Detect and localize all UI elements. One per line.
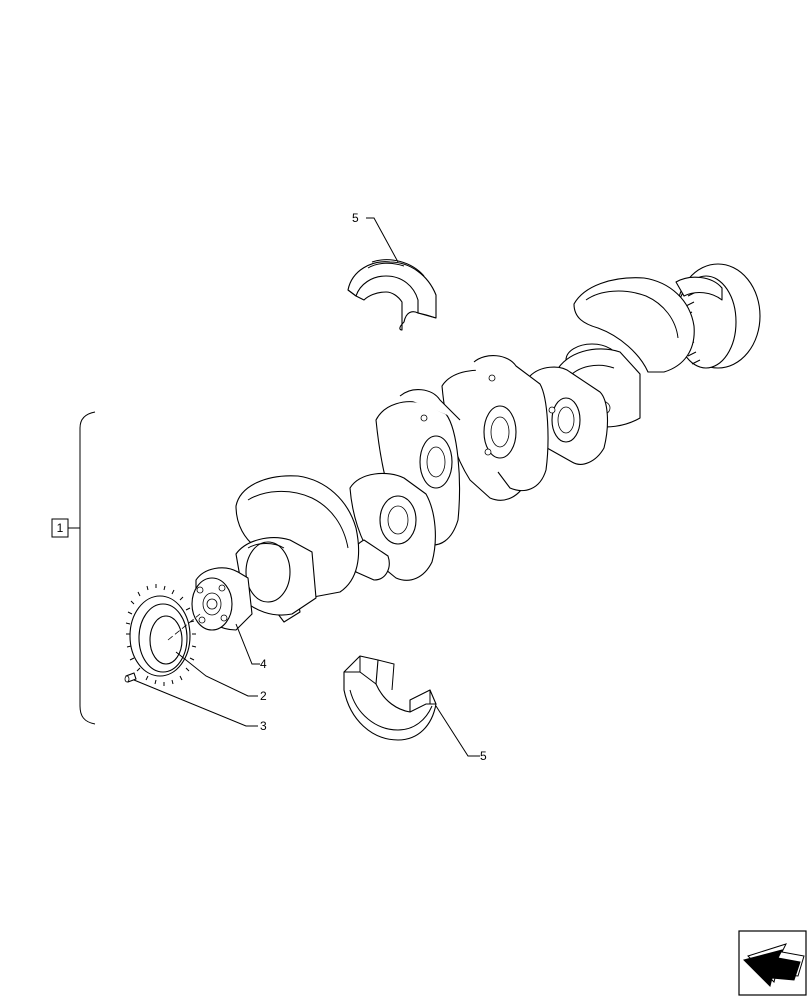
dowel-pin	[124, 672, 137, 683]
timing-gear	[125, 584, 197, 686]
group-label: 1	[57, 521, 64, 535]
callout-bearing-upper: 5	[352, 211, 359, 225]
callout-bearing-lower: 5	[480, 749, 487, 763]
callout-crankshaft: 4	[260, 657, 267, 671]
next-page-arrow-icon[interactable]	[738, 930, 807, 996]
group-label-box: 1	[51, 518, 69, 538]
leader-lines	[133, 217, 480, 757]
callout-gear: 2	[260, 689, 267, 703]
upper-bearing-shell	[347, 259, 437, 331]
group-bracket	[68, 411, 96, 725]
callout-pin: 3	[260, 719, 267, 733]
crankshaft	[191, 263, 761, 631]
assembly-axis-line	[167, 613, 201, 641]
lower-bearing-shell	[343, 655, 437, 741]
